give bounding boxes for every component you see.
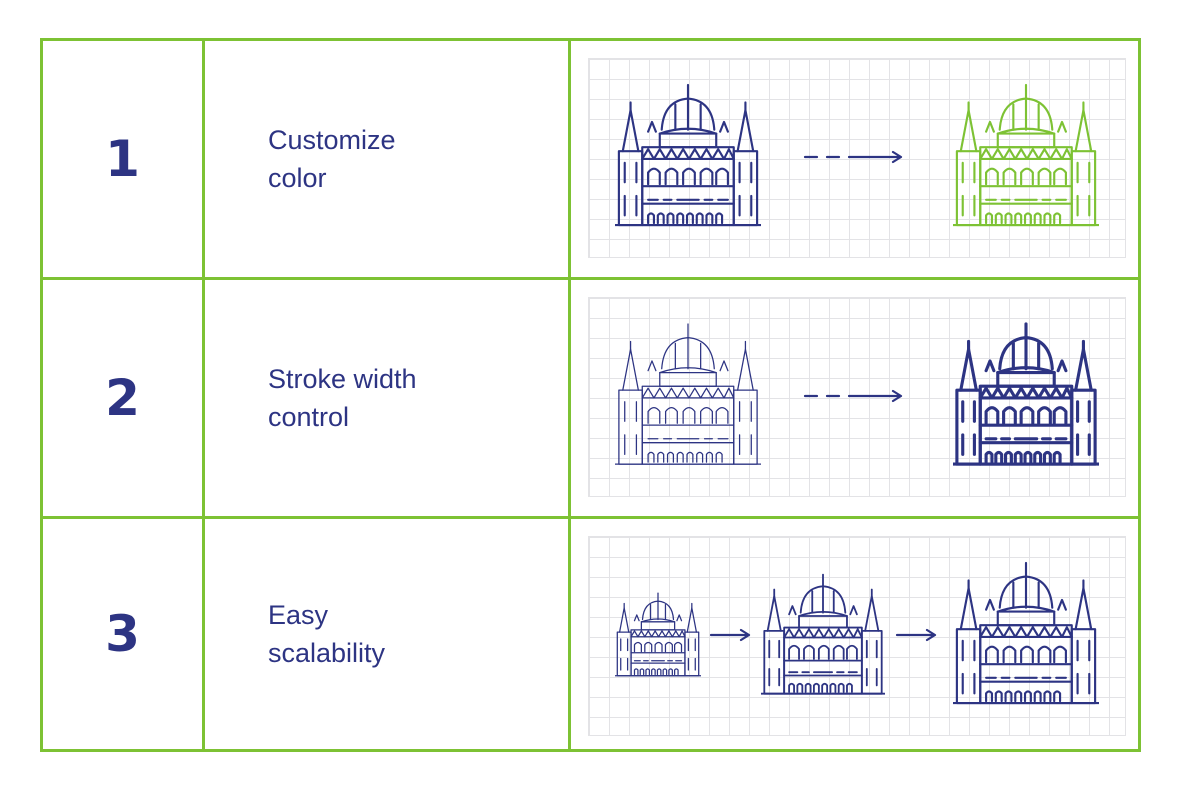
feature-label-line: Stroke width [268,364,417,394]
row-number: 2 [105,369,140,427]
feature-label-cell: Stroke width control [205,280,571,516]
parliament-building-green-icon [953,83,1099,229]
feature-label: Easy scalability [268,596,385,672]
arrow-right-icon [709,628,751,642]
row-number: 3 [105,605,140,663]
row-number-cell: 3 [43,519,205,749]
feature-row-scalability: 3 Easy scalability [43,516,1138,749]
feature-label: Stroke width control [268,360,417,436]
feature-row-stroke-width: 2 Stroke width control [43,277,1138,516]
feature-label-line: scalability [268,638,386,668]
row-number-cell: 2 [43,280,205,516]
parliament-building-medium-icon [761,573,885,697]
dashed-arrow-right-icon [803,150,903,164]
grid-panel [588,536,1126,736]
dashed-arrow-right-icon [803,389,903,403]
row-number: 1 [105,130,140,188]
demo-cell [571,519,1138,749]
parliament-building-small-icon [615,592,701,678]
feature-row-customize-color: 1 Customize color [43,41,1138,277]
feature-label: Customize color [268,121,396,197]
arrow-right-icon [895,628,937,642]
demo-cell [571,280,1138,516]
feature-label-line: color [268,163,327,193]
parliament-building-large-icon [953,561,1099,707]
feature-label-line: Easy [268,600,329,630]
grid-panel [588,297,1126,497]
feature-table: 1 Customize color 2 [40,38,1141,752]
feature-label-cell: Easy scalability [205,519,571,749]
demo-cell [571,41,1138,277]
parliament-building-navy-icon [615,83,761,229]
feature-label-line: Customize [268,125,396,155]
feature-label-cell: Customize color [205,41,571,277]
parliament-building-thick-stroke-icon [953,322,1099,468]
parliament-building-thin-stroke-icon [615,322,761,468]
grid-panel [588,58,1126,258]
feature-label-line: control [268,402,350,432]
row-number-cell: 1 [43,41,205,277]
